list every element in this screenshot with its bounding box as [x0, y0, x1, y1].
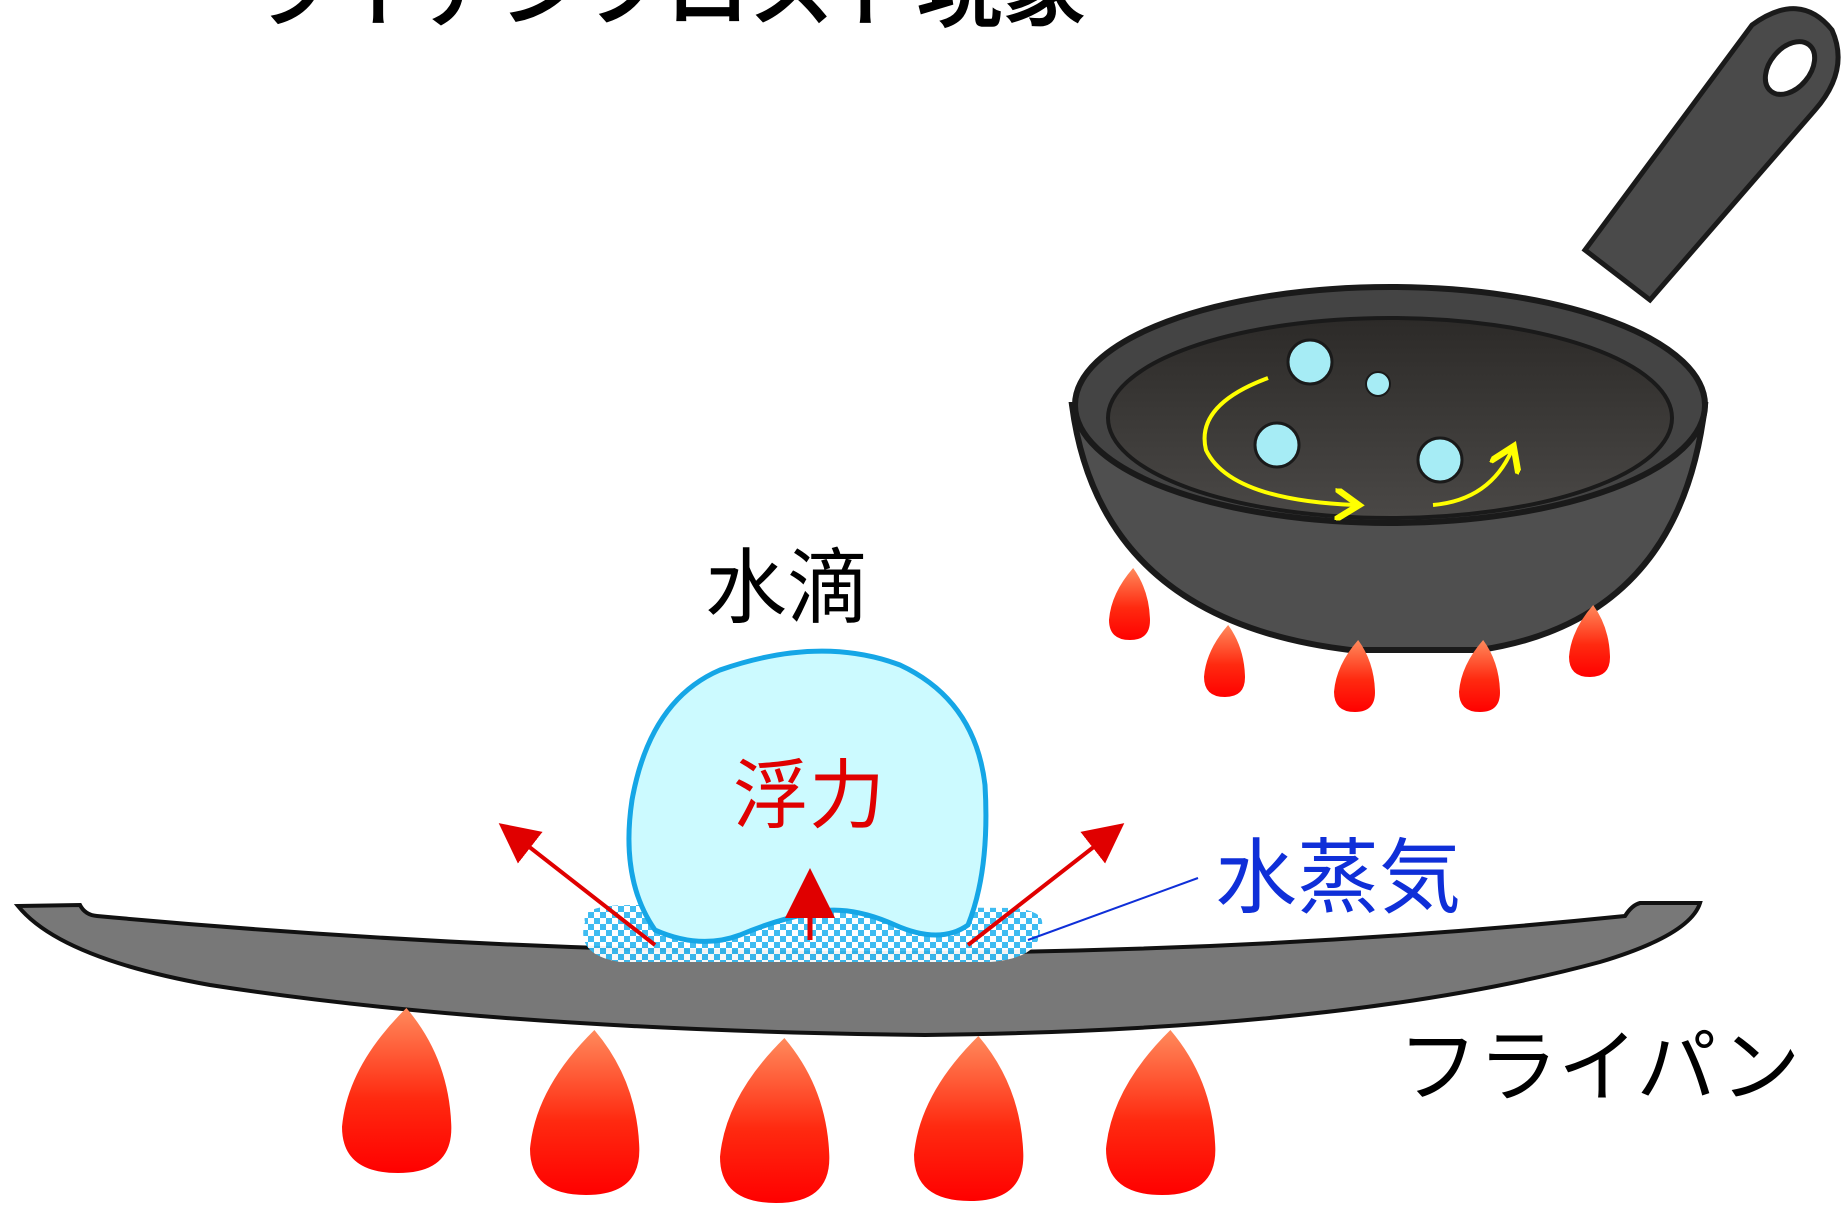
label-steam: 水蒸気 — [1215, 831, 1462, 926]
steam-leader-line — [1027, 877, 1199, 941]
pan-inner-surface — [1106, 316, 1674, 520]
pan-handle-hole — [1762, 39, 1818, 97]
flame-icon — [720, 1038, 830, 1203]
flame-icon — [342, 1008, 452, 1173]
large-flames — [342, 1008, 1216, 1203]
flame-icon — [914, 1036, 1024, 1201]
small-flames — [1109, 568, 1610, 712]
force-arrow-right — [966, 823, 1125, 947]
flame-icon — [1204, 625, 1245, 697]
pan-droplet — [1253, 421, 1301, 469]
force-arrow-left — [498, 823, 657, 947]
droplet-motion-arrow — [1432, 450, 1512, 507]
pan-droplet — [1365, 371, 1391, 397]
label-water-droplet: 水滴 — [705, 541, 870, 636]
force-arrows — [498, 823, 1125, 947]
flame-icon — [1106, 1030, 1216, 1195]
pan-droplet — [1286, 338, 1334, 386]
diagram-title: ライデンフロスト現象 — [248, 0, 1085, 32]
label-buoyancy: 浮力 — [733, 751, 885, 840]
flame-icon — [1334, 640, 1375, 712]
flame-icon — [1109, 568, 1150, 640]
small-frying-pan — [1068, 6, 1841, 653]
droplet-motion-arrow — [1202, 376, 1355, 505]
flame-icon — [530, 1030, 640, 1195]
flame-icon — [1459, 640, 1500, 712]
flame-icon — [1569, 605, 1610, 677]
label-frying-pan: フライパン — [1398, 1021, 1801, 1114]
pan-droplet — [1416, 436, 1464, 484]
